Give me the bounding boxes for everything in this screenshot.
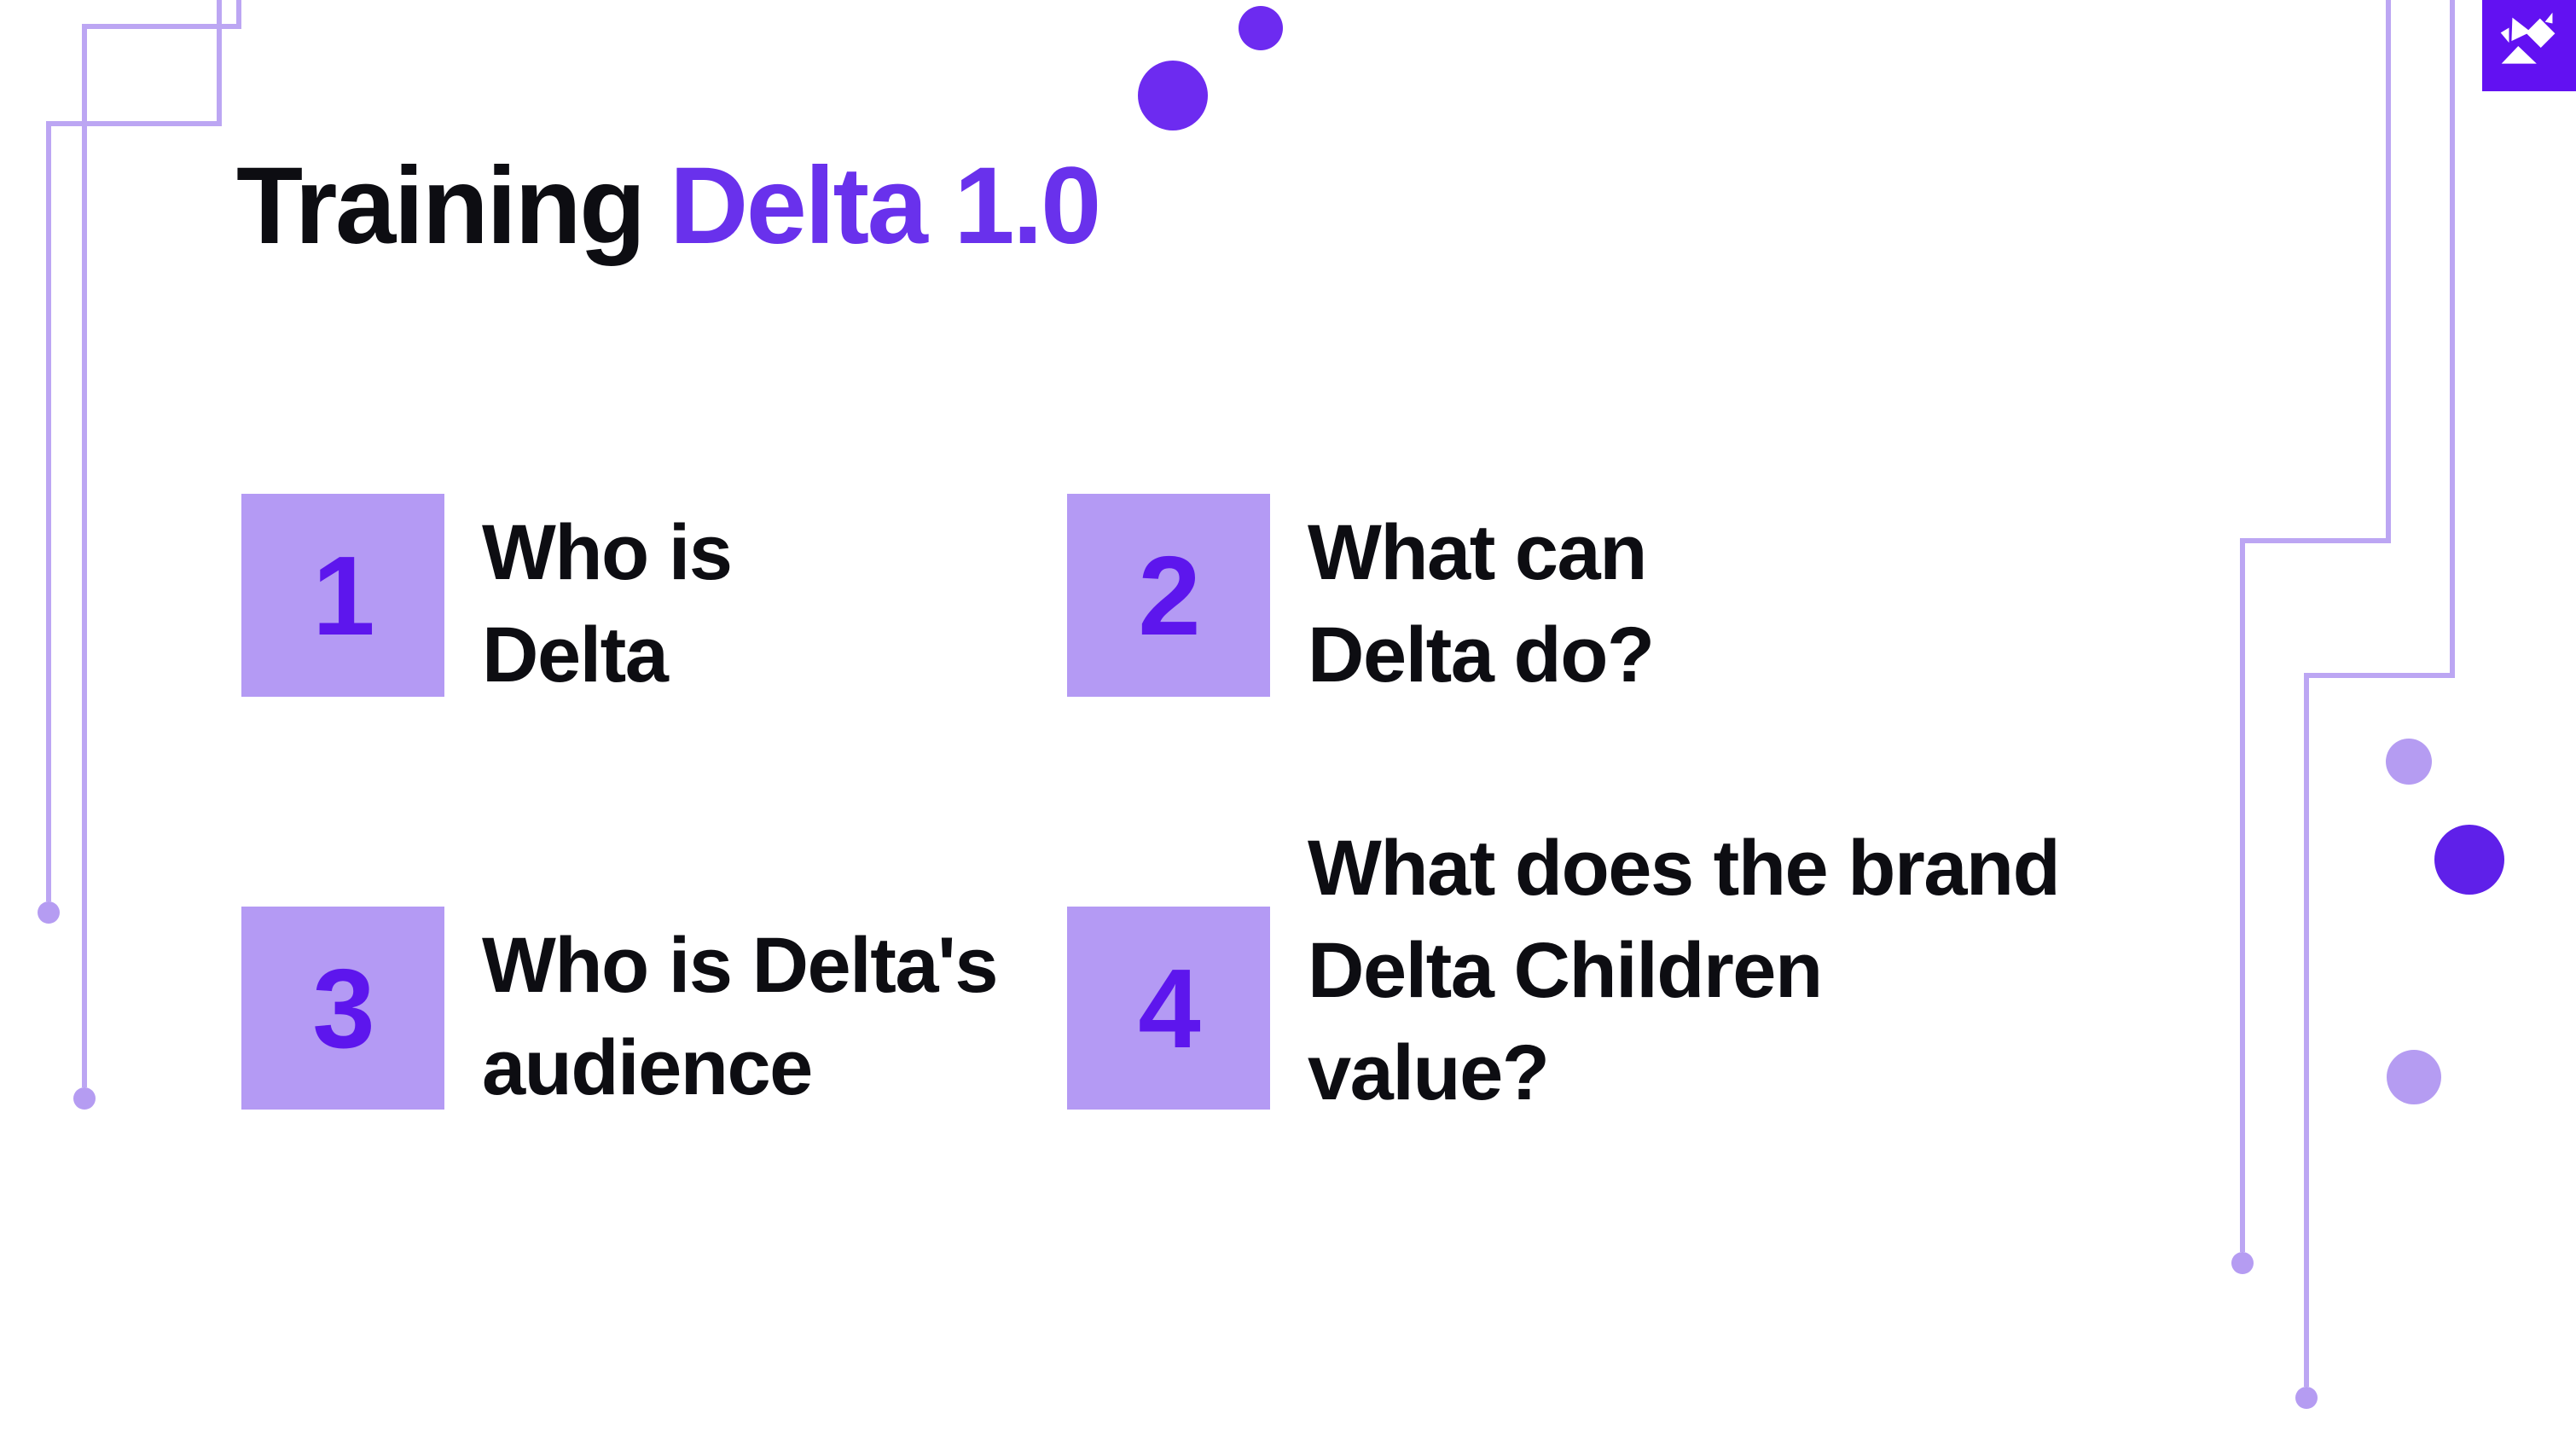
circuit-line-icon xyxy=(2304,0,2455,1387)
brand-logo xyxy=(2482,0,2576,91)
topic-box-1: 1 xyxy=(241,494,444,697)
topic-label-3: Who is Delta's audience xyxy=(482,922,999,1111)
topic-box-2: 2 xyxy=(1067,494,1270,697)
topic-box-3: 3 xyxy=(241,907,444,1110)
accent-dot-icon xyxy=(2434,825,2504,895)
line-end-dot-icon xyxy=(2295,1387,2318,1409)
circuit-line-icon xyxy=(82,0,241,1087)
accent-dot-icon xyxy=(1239,6,1283,50)
topic-number: 4 xyxy=(1138,945,1200,1071)
topic-box-4: 4 xyxy=(1067,907,1270,1110)
line-end-dot-icon xyxy=(38,901,60,924)
line-end-dot-icon xyxy=(2231,1252,2254,1274)
circuit-line-icon xyxy=(2240,0,2391,1252)
line-end-dot-icon xyxy=(73,1087,96,1110)
circuit-line-icon xyxy=(46,0,222,901)
origami-bird-icon xyxy=(2500,12,2556,64)
topic-number: 2 xyxy=(1138,532,1200,658)
topic-number: 1 xyxy=(312,532,374,658)
accent-dot-icon xyxy=(2386,739,2432,785)
page-title-accent: Delta 1.0 xyxy=(669,145,1102,267)
accent-dot-icon xyxy=(2387,1050,2441,1104)
page-title-black: Training xyxy=(236,145,646,267)
topic-label-4: What does the brand Delta Children value… xyxy=(1308,825,2061,1116)
topic-label-2: What can Delta do? xyxy=(1308,509,1655,698)
accent-dot-icon xyxy=(1138,61,1208,130)
topic-label-1: Who is Delta xyxy=(482,509,733,698)
topic-number: 3 xyxy=(312,945,374,1071)
